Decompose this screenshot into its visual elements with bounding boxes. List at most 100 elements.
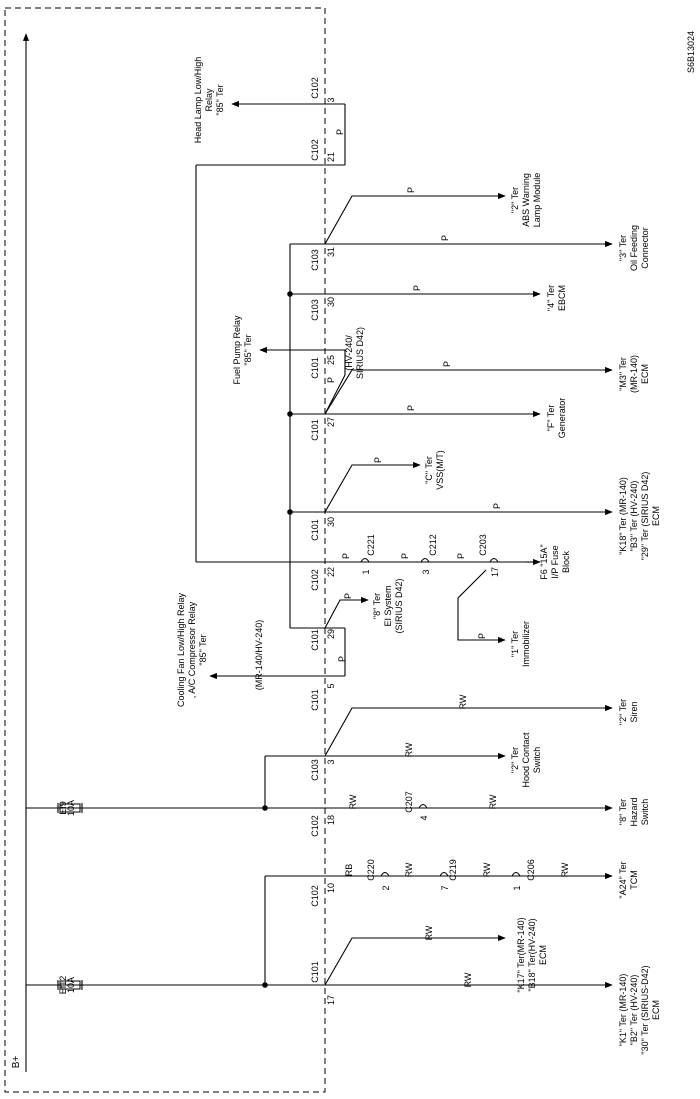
svg-text:"2" Ter: "2" Ter [510, 747, 520, 773]
c102-21-pin: 21 [326, 152, 336, 162]
svg-text:"A24" Ter: "A24" Ter [618, 861, 628, 898]
svg-text:ECM: ECM [651, 1000, 661, 1020]
svg-text:"30" Ter (SIRIUS-D42): "30" Ter (SIRIUS-D42) [640, 965, 650, 1054]
svg-text:"2" Ter: "2" Ter [510, 187, 520, 213]
c219-pin: 7 [440, 885, 450, 890]
c102-10-name: C102 [310, 885, 320, 907]
wire-color-oil: P [440, 235, 450, 241]
c103-3-pin: 3 [326, 759, 336, 764]
circuit-ef12 [82, 871, 613, 989]
svg-text:"K18" Ter (MR-140): "K18" Ter (MR-140) [618, 477, 628, 555]
svg-text:Cooling Fan Low/High Relay: Cooling Fan Low/High Relay [176, 592, 186, 707]
c103-31-pin: 31 [326, 247, 336, 257]
svg-text:Block: Block [561, 551, 571, 574]
c103-30-name: C103 [310, 299, 320, 321]
svg-text:I/P Fuse: I/P Fuse [550, 545, 560, 578]
svg-text:ABS Warning: ABS Warning [521, 173, 531, 227]
svg-text:EBCM: EBCM [557, 285, 567, 311]
c103-30-pin: 30 [326, 297, 336, 307]
svg-text:(SIRIUS D42): (SIRIUS D42) [394, 578, 404, 633]
c101-30-name: C101 [310, 519, 320, 541]
c207-pin: 4 [419, 815, 429, 820]
c102-22-pin: 22 [326, 567, 336, 577]
wire-color-immobilizer: P [477, 633, 487, 639]
fuse-ef12: Ef12 10A [26, 976, 83, 995]
dest-siren: "2" Ter Siren [618, 699, 639, 725]
c203-name: C203 [478, 534, 488, 556]
svg-text:"M3" Ter: "M3" Ter [618, 357, 628, 391]
svg-text:Connector: Connector [640, 227, 650, 269]
c212-pin: 3 [421, 569, 431, 574]
dest-ecm-k1: "K1" Ter (MR-140) "B2" Ter (HV-240) "30"… [618, 965, 661, 1054]
c101-17-pin: 17 [326, 995, 336, 1005]
dest-hazard-switch: "8" Ter Hazard Switch [618, 797, 650, 826]
fuse-ef12-rating: 10A [66, 977, 76, 993]
svg-text:Generator: Generator [557, 398, 567, 439]
svg-text:"1" Ter: "1" Ter [510, 631, 520, 657]
dest-cooling-fan-relay: Cooling Fan Low/High Relay , A/C Compres… [176, 592, 208, 707]
c220-pin: 2 [381, 885, 391, 890]
svg-text:TCM: TCM [629, 870, 639, 890]
svg-text:"B18" Ter(HV-240): "B18" Ter(HV-240) [527, 918, 537, 991]
wire-color-fuel-pump: P [326, 377, 336, 383]
dest-ecm-k18: "K18" Ter (MR-140) "B3" Ter (HV-240) "29… [618, 472, 661, 561]
wire-color-c220: RW [404, 862, 414, 877]
c103-31-name: C103 [310, 249, 320, 271]
svg-text:Switch: Switch [532, 747, 542, 774]
c207-name: C207 [404, 791, 414, 813]
dest-generator: "F" Ter Generator [546, 398, 567, 439]
fuse-ef12-name: Ef12 [58, 976, 68, 995]
dest-oil-feeding-connector: "3" Ter Oil Feeding Connector [618, 225, 650, 271]
c101-25-pin: 25 [326, 355, 336, 365]
dest-immobilizer: "1" Ter Immobilizer [510, 621, 531, 667]
dest-abs-warning-lamp: "2" Ter ABS Warning Lamp Module [510, 173, 542, 228]
wire-color-c206: RW [560, 862, 570, 877]
dest-ecm-k17: "K17" Ter(MR-140) "B18" Ter(HV-240) ECM [516, 917, 548, 992]
svg-text:"2" Ter: "2" Ter [618, 699, 628, 725]
wire-color-c219: RW [482, 862, 492, 877]
c101-29-name: C101 [310, 629, 320, 651]
c221-pin: 1 [361, 569, 371, 574]
note-hv240-sirius-2: SIRIUS D42) [355, 327, 365, 379]
dest-ebcm: "4" Ter EBCM [546, 285, 567, 311]
c212-name: C212 [428, 534, 438, 556]
c102-10-pin: 10 [326, 883, 336, 893]
wire-color-headlamp: P [335, 129, 345, 135]
svg-text:"F" Ter: "F" Ter [546, 405, 556, 432]
wire-color-ebcm: P [412, 285, 422, 291]
wire-color-c221: P [400, 553, 410, 559]
dest-vss: "C" Ter VSS(M/T) [424, 450, 445, 490]
c101-30-pin: 30 [326, 517, 336, 527]
svg-text:ECM: ECM [640, 364, 650, 384]
svg-text:Hood Contact: Hood Contact [521, 732, 531, 788]
svg-text:"8" Ter: "8" Ter [618, 799, 628, 825]
svg-text:Lamp Module: Lamp Module [532, 173, 542, 228]
svg-text:(MR-140): (MR-140) [629, 355, 639, 393]
svg-text:Hazard: Hazard [629, 797, 639, 826]
c203-pin: 17 [490, 567, 500, 577]
wire-color-ei: P [343, 593, 353, 599]
wire-color-generator: P [406, 405, 416, 411]
c101-17-name: C101 [310, 961, 320, 983]
dest-headlamp-relay: Head Lamp Low/High Relay "85" Ter [193, 57, 225, 144]
wire-color-ecm-k1: RW [463, 972, 473, 987]
c220-name: C220 [366, 859, 376, 881]
svg-text:EI System: EI System [383, 585, 393, 626]
wire-color-rb: RB [344, 864, 354, 877]
wire-color-cooling: P [337, 656, 347, 662]
c102-22-name: C102 [310, 569, 320, 591]
c101-27-name: C101 [310, 419, 320, 441]
dest-fuel-pump-relay: Fuel Pump Relay "85" Ter [232, 315, 253, 385]
svg-text:Fuel Pump Relay: Fuel Pump Relay [232, 315, 242, 385]
wire-color-ecm-k18: P [492, 503, 502, 509]
svg-text:Switch: Switch [640, 799, 650, 826]
junction-block-frame [4, 7, 326, 1093]
svg-text:Oil Feeding: Oil Feeding [629, 225, 639, 271]
wire-color-vss: P [373, 457, 383, 463]
dest-fuse-block: F6 "15A" I/P Fuse Block [539, 544, 571, 579]
svg-text:Relay: Relay [204, 88, 214, 112]
fuse-ef9: Ef9 10A [26, 800, 83, 816]
power-source-label: B+ [11, 1056, 22, 1069]
svg-text:"B3" Ter (HV-240): "B3" Ter (HV-240) [629, 481, 639, 552]
wire-color-ecm-k17: RW [424, 925, 434, 940]
